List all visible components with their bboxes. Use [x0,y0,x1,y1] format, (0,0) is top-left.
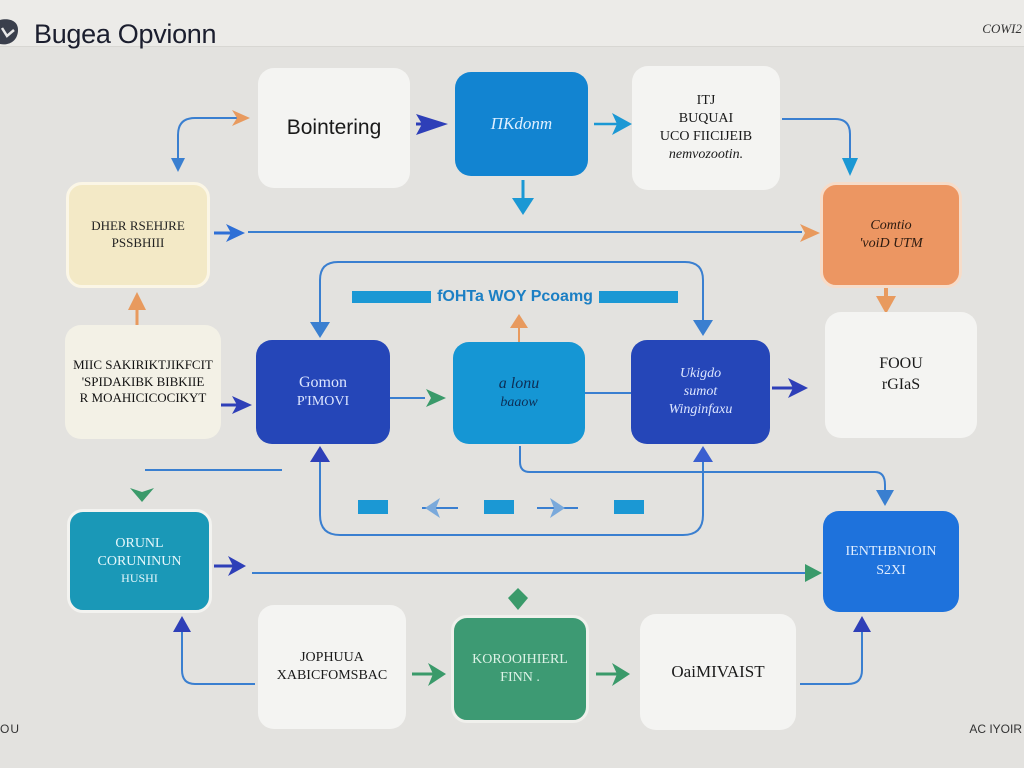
node-label: rGIaS [881,376,921,393]
connector-block-2 [484,500,514,514]
wire-lower-loop [319,458,704,536]
node-label: Bointering [286,116,382,140]
node-label: Ukigdo [679,365,722,381]
arrow-to-contio-top [842,158,858,176]
footer-left-label: OU [0,722,20,736]
section-banner: fOHTa WOY Pcoamg [352,288,678,305]
node-label: MIIC SAKIRIKTJIKFCIT [73,356,213,372]
wire-bottom-left-loop [181,625,255,685]
node-label: sumot [683,383,718,399]
arrow-orange-up-banner [510,314,528,328]
node-label: Winginfaxu [668,402,733,418]
node-label: FOOU [879,355,923,373]
arrow-down-gomon [310,322,330,338]
node-label: HUSHI [121,571,158,586]
node-label: JOPHUUA [300,649,364,665]
node-label: ITJ [696,92,716,108]
arrow-into-contio [800,224,820,242]
mini-arrow-right [550,498,565,518]
arrow-contio-foou [876,296,896,314]
arrow-down-to-dher [171,158,185,172]
top-right-label: COWI2 [982,21,1022,36]
node-bointering[interactable]: Bointering [258,68,410,188]
node-label: a lonu [498,374,540,392]
node-label: UCO FIICIJEIB [659,129,753,144]
node-ukigdo[interactable]: Ukigdo sumot Winginfaxu [631,340,770,444]
connector-block-1 [358,500,388,514]
arrow-up-orunl [173,616,191,632]
node-gomon[interactable]: Gomon P'IMOVI [256,340,390,444]
node-label: XABICFOMSBAC [276,668,388,683]
node-ienthbnioin[interactable]: IENTHBNIOIN S2XI [823,511,959,612]
node-nkdonm[interactable]: ΠKdonm [455,72,588,176]
node-label: Gomon [299,373,347,391]
node-label: KOROOIHIERL [472,651,568,667]
arrow-orange-into-bointering [232,110,250,126]
node-label: 'SPIDAKIBK BIBKIIE [81,373,205,389]
arrow-green-orunl [130,488,154,502]
node-label: BUQUAI [678,110,734,126]
arrow-up-ienth [853,616,871,632]
node-left-mid-card[interactable]: MIIC SAKIRIKTJIKFCIT 'SPIDAKIBK BIBKIIE … [65,325,221,439]
node-top-right-card[interactable]: ITJ BUQUAI UCO FIICIJEIB nemvozootin. [632,66,780,190]
node-label: 'voiD UTM [859,236,923,251]
node-label: DHER RSEHJRE [91,218,185,234]
node-label: FINN . [500,670,540,685]
wire-loop-top-left [177,117,238,160]
banner-label: fOHTa WOY Pcoamg [437,288,593,305]
node-label: baaow [500,395,538,411]
connector-block-3 [614,500,644,514]
node-label: PSSBHIII [111,235,165,250]
arrow-up-to-dher [128,292,146,310]
node-foou[interactable]: FOOU rGIaS [825,312,977,438]
node-label: S2XI [876,562,906,578]
top-bar: Bugea Opvionn COWI2 [0,0,1024,49]
node-label: ORUNL [115,536,164,552]
node-label: CORUNINUN [97,554,182,570]
node-label: nemvozootin. [668,147,744,163]
arrow-up-ukigdo [693,446,713,462]
app-logo-icon [0,19,18,45]
diamond-green-korooi [508,588,528,610]
node-label: OaiMIVAIST [671,661,765,681]
node-label: P'IMOVI [296,394,350,410]
node-oaimivaist[interactable]: OaiMIVAIST [640,614,796,730]
node-korooihierl[interactable]: KOROOIHIERL FINN . [451,615,589,723]
arrow-down-ienth [876,490,894,506]
node-label: Comtio [870,217,912,233]
arrow-up-gomon [310,446,330,462]
mini-arrow-left [425,498,440,518]
banner-bar-left [352,291,432,303]
node-klonu[interactable]: a lonu baaow [453,342,585,444]
app-title: Bugea Opvionn [34,19,217,49]
node-label: R MOAHICICOCIKYT [79,390,207,406]
arrow-down-ukigdo [693,320,713,336]
wire-middle-loop [319,261,704,325]
banner-bar-right [598,291,678,303]
arrow-into-ienth-green [805,564,822,582]
wire-card-contio [782,118,851,158]
node-label: ΠKdonm [490,113,553,133]
node-label: IENTHBNIOIN [845,544,937,560]
node-dher-card[interactable]: DHER RSEHJRE PSSBHIII [66,182,210,288]
wire-oaim-ienth [800,625,863,685]
node-jophuua[interactable]: JOPHUUA XABICFOMSBAC [258,605,406,729]
node-orunl[interactable]: ORUNL CORUNINUN HUSHI [67,509,212,613]
arrow-gomon-klonu [426,389,446,407]
node-contio[interactable]: Comtio 'voiD UTM [820,182,962,288]
arrow-nkdonm-down [512,198,534,215]
footer-right-label: AC IYOIR [969,722,1022,736]
